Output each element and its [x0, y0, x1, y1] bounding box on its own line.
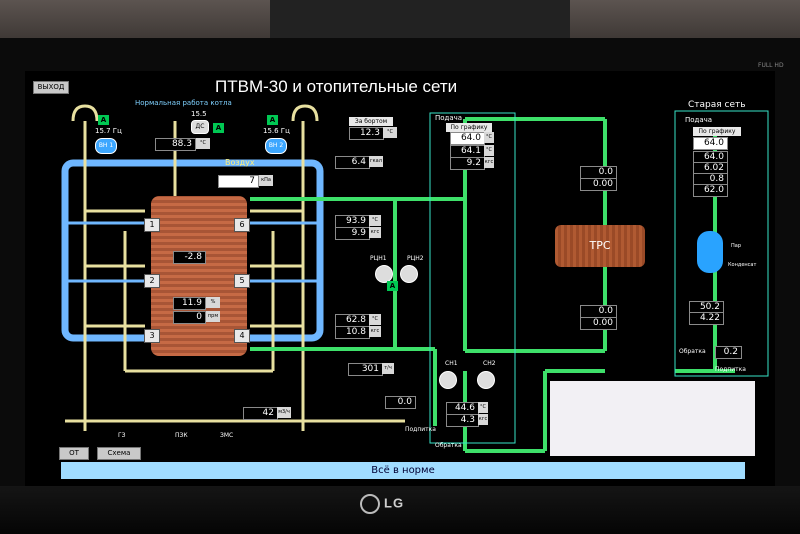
old-net-supply-label: Подача: [685, 116, 713, 124]
zero-value: 0: [173, 311, 206, 324]
supply-pressure-unit: кгс: [484, 157, 494, 168]
left-flow-unit: гкал: [369, 156, 383, 167]
return-label: Обратка: [435, 442, 462, 449]
old-net-v3: 0.8: [693, 173, 728, 186]
exit-button[interactable]: ВЫХОД: [33, 81, 69, 94]
pump-sn1[interactable]: [439, 371, 457, 389]
outside-label: За бортом: [349, 117, 393, 126]
makeup-value: 0.0: [385, 396, 416, 409]
trs-top-temp: 0.0: [580, 166, 617, 179]
gas-flow-unit: м3/ч: [277, 407, 291, 418]
supply-schedule-label: По графику: [446, 123, 492, 132]
fan2-freq: 15.6 Гц: [263, 127, 290, 135]
lg-logo-icon: [360, 494, 380, 514]
steam-label: Пар: [731, 243, 741, 249]
trs-bottom-pressure: 0.00: [580, 317, 617, 330]
fan1-button[interactable]: ВН 1: [95, 138, 117, 154]
old-net-schedule-label: По графику: [693, 127, 741, 136]
circuit-flow: 301: [348, 363, 383, 376]
scada-screen: ВЫХОД ПТВМ-30 и отопительные сети Нормал…: [25, 71, 775, 489]
supply-label: Подача: [435, 114, 463, 122]
old-net-r1: 50.2: [689, 301, 724, 314]
trs-top-pressure: 0.00: [580, 178, 617, 191]
outside-value: 12.3: [349, 127, 384, 140]
burner-5[interactable]: 5: [234, 274, 250, 288]
from-button[interactable]: ОТ: [59, 447, 89, 460]
gas-flow: 42: [243, 407, 278, 420]
old-net-v4: 62.0: [693, 184, 728, 197]
fan1-freq: 15.7 Гц: [95, 127, 122, 135]
valve-pzk[interactable]: ПЗК: [175, 432, 188, 439]
old-net-v1: 64.0: [693, 151, 728, 164]
supply-pressure: 9.2: [450, 157, 485, 170]
pump-rcn2-label: РЦН2: [407, 255, 424, 262]
fan1-indicator: A: [98, 115, 109, 125]
fan2-button[interactable]: ВН 2: [265, 138, 287, 154]
rcn-indicator: A: [387, 281, 398, 291]
pump-rcn1[interactable]: [375, 265, 393, 283]
inner-value: -2.8: [173, 251, 206, 264]
supply-schedule-value: 64.0: [450, 132, 485, 145]
pump-sn1-label: СН1: [445, 360, 458, 367]
burner-4[interactable]: 4: [234, 329, 250, 343]
circuit-temp2-unit: °С: [369, 314, 381, 325]
ds-indicator: A: [213, 123, 224, 133]
wall-mount: [270, 0, 570, 38]
air-label: Воздух: [225, 158, 255, 167]
condensate-label: Конденсат: [728, 262, 757, 268]
circuit-press1-unit: кгс: [369, 227, 381, 238]
status-bar: Всё в норме: [61, 462, 745, 479]
scheme-button[interactable]: Схема: [97, 447, 141, 460]
ds-button[interactable]: ДС: [191, 120, 209, 134]
old-net-schedule-value: 64.0: [693, 137, 728, 150]
pump-rcn2[interactable]: [400, 265, 418, 283]
boiler-temp-value: 88.3: [155, 138, 196, 151]
boiler-body: [151, 196, 247, 356]
burner-6[interactable]: 6: [234, 218, 250, 232]
return-pressure-unit: кгс: [478, 414, 488, 425]
heat-exchanger[interactable]: [697, 231, 723, 273]
boiler-status: Нормальная работа котла: [135, 99, 232, 107]
air-value: 7: [218, 175, 259, 188]
burner-3[interactable]: 3: [144, 329, 160, 343]
air-unit: кПа: [259, 175, 273, 186]
page-title: ПТВМ-30 и отопительные сети: [215, 77, 458, 96]
pump-sn2[interactable]: [477, 371, 495, 389]
left-flow-value: 6.4: [335, 156, 370, 169]
zero-unit: прм: [206, 311, 220, 322]
old-net-title: Старая сеть: [688, 100, 746, 110]
supply-temp-unit: °С: [484, 145, 494, 156]
monitor-model: FULL HD: [758, 62, 784, 69]
return-temp-unit: °С: [478, 402, 488, 413]
ds-value: 15.5: [191, 110, 207, 118]
supply-schedule-unit: °С: [484, 132, 494, 143]
circuit-flow-unit: т/ч: [382, 363, 394, 374]
pump-rcn1-label: РЦН1: [370, 255, 387, 262]
valve-zms[interactable]: ЗМС: [220, 432, 234, 439]
circuit-temp1-unit: °С: [369, 215, 381, 226]
circuit-press2-unit: кгс: [369, 326, 381, 337]
outside-unit: °С: [383, 127, 397, 138]
valve-gz[interactable]: ГЗ: [118, 432, 126, 439]
pump-sn2-label: СН2: [483, 360, 496, 367]
circuit-press2: 10.8: [335, 326, 370, 339]
makeup-label: Подпитка: [405, 426, 436, 433]
monitor-bottom: [0, 486, 800, 534]
circuit-press1: 9.9: [335, 227, 370, 240]
trs-unit[interactable]: ТРС: [555, 225, 645, 267]
boiler-temp-unit: °С: [196, 138, 210, 149]
o2-unit: %: [206, 297, 220, 308]
fan2-indicator: A: [267, 115, 278, 125]
old-net-r2: 4.22: [689, 312, 724, 325]
burner-2[interactable]: 2: [144, 274, 160, 288]
trend-panel: [550, 381, 755, 456]
old-net-makeup-label: Подпитка: [715, 366, 746, 373]
old-net-return-label: Обратка: [679, 348, 706, 355]
o2-value: 11.9: [173, 297, 206, 310]
return-pressure: 4.3: [446, 414, 479, 427]
brand-name: LG: [384, 495, 405, 511]
old-net-return-value: 0.2: [715, 346, 742, 359]
burner-1[interactable]: 1: [144, 218, 160, 232]
brand-logo: LG: [360, 494, 404, 514]
